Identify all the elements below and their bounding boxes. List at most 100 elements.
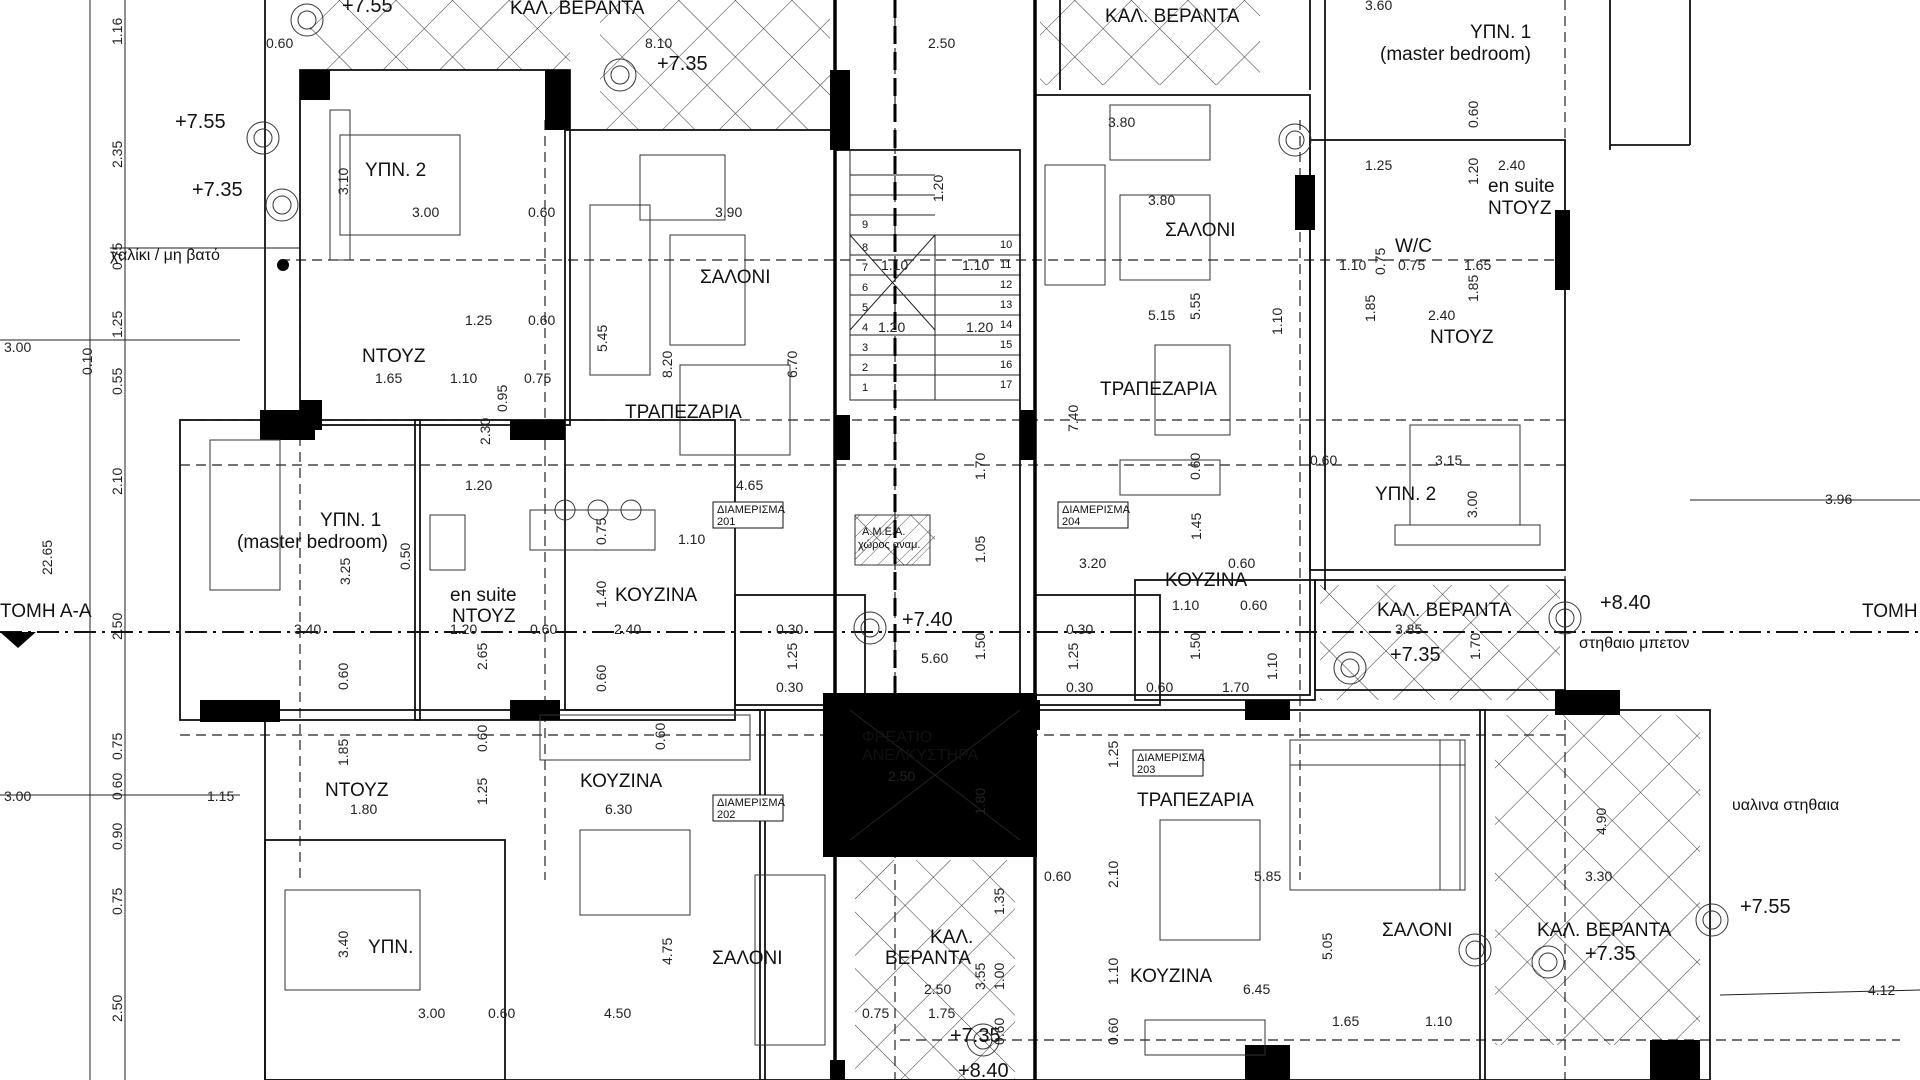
stair-step-number: 10 xyxy=(1000,239,1012,251)
dimension: 3.55 xyxy=(972,963,988,990)
dimension: 1.50 xyxy=(972,633,988,660)
dimension: 2.35 xyxy=(109,141,125,168)
dimension: 0.75 xyxy=(1398,257,1425,273)
dimension: 0.60 xyxy=(488,1005,515,1021)
level-mark: +8.40 xyxy=(1600,592,1651,614)
stair-step-number: 4 xyxy=(862,322,868,334)
stair-step-number: 13 xyxy=(1000,299,1012,311)
dimension: 3.20 xyxy=(1079,555,1106,571)
room-label: ΝΤΟΥΖ xyxy=(1430,327,1494,348)
columns xyxy=(200,70,1700,1080)
dimension: 1.45 xyxy=(1188,513,1204,540)
stair-step-number: 12 xyxy=(1000,279,1012,291)
dimension: 0.10 xyxy=(79,348,95,375)
dimension: 1.10 xyxy=(1269,308,1285,335)
dimension: 3.85 xyxy=(1395,621,1422,637)
room-label: ΣΑΛΟΝΙ xyxy=(1382,920,1453,941)
dimension: 1.70 xyxy=(1222,679,1249,695)
apartment-tag: ΔΙΑΜΕΡΙΣΜΑ 204 xyxy=(1057,501,1131,529)
room-label: ΝΤΟΥΖ xyxy=(362,346,426,367)
room-label: ΚΟΥΖΙΝΑ xyxy=(580,771,663,792)
dimension: 4.50 xyxy=(604,1005,631,1021)
level-mark: +7.35 xyxy=(950,1025,1001,1047)
stair-step-number: 15 xyxy=(1000,339,1012,351)
stair xyxy=(849,0,1021,700)
room-label: ΣΑΛΟΝΙ xyxy=(712,948,783,969)
dimension: 3.10 xyxy=(335,168,351,195)
dimension: 0.75 xyxy=(109,243,125,270)
dimension: 0.60 xyxy=(474,725,490,752)
amea-hatch xyxy=(854,514,931,566)
dimension: 2.50 xyxy=(924,981,951,997)
room-label: W/C xyxy=(1395,236,1432,257)
dimension: 4.75 xyxy=(659,938,675,965)
dimension: 1.25 xyxy=(1065,643,1081,670)
room-label: ΚΟΥΖΙΝΑ xyxy=(1165,570,1248,591)
dimension: 1.10 xyxy=(1264,653,1280,680)
room-label: ΚΟΥΖΙΝΑ xyxy=(615,585,698,606)
dimension: 1.75 xyxy=(928,1005,955,1021)
room-label: υαλινα στηθαια xyxy=(1732,797,1839,814)
level-mark: +7.55 xyxy=(175,111,226,133)
dimension: 0.55 xyxy=(109,368,125,395)
dimension: 5.85 xyxy=(1254,868,1281,884)
dimension: 0.60 xyxy=(335,663,351,690)
dimension: 5.60 xyxy=(921,650,948,666)
dimension: 5.55 xyxy=(1187,293,1203,320)
dimension: 0.75 xyxy=(593,518,609,545)
dimension: 1.85 xyxy=(1465,275,1481,302)
dimension: 3.15 xyxy=(1435,452,1462,468)
dimension: 1.10 xyxy=(881,257,908,273)
dimension: 0.60 xyxy=(1310,452,1337,468)
dimension: 1.20 xyxy=(930,175,946,202)
level-mark: +7.35 xyxy=(192,179,243,201)
dimension: 1.00 xyxy=(991,963,1007,990)
dimension: 0.75 xyxy=(862,1005,889,1021)
dimension: 2.50 xyxy=(928,35,955,51)
room-label: ΥΠΝ. 2 xyxy=(1375,484,1436,505)
dimension: 0.60 xyxy=(530,621,557,637)
dimension: 2.50 xyxy=(109,995,125,1022)
dimension: 3.90 xyxy=(715,204,742,220)
dimension: 0.30 xyxy=(1066,621,1093,637)
dimension: 3.00 xyxy=(1464,491,1480,518)
dimension: 3.60 xyxy=(1365,0,1392,13)
stair-step-number: 2 xyxy=(862,362,868,374)
room-label: ΚΑΛ. ΒΕΡΑΝΤΑ xyxy=(510,0,645,19)
room-label: ΝΤΟΥΖ xyxy=(452,606,516,627)
dimension: 3.00 xyxy=(412,204,439,220)
dimension: 1.05 xyxy=(972,536,988,563)
furniture xyxy=(209,3,1729,1057)
dimension: 0.60 xyxy=(109,773,125,800)
dimension: 1.10 xyxy=(1105,958,1121,985)
dimension: 0.50 xyxy=(397,543,413,570)
dimension: 0.75 xyxy=(1372,248,1388,275)
room-label: ΦΡΕΑΤΙΟ xyxy=(862,729,932,746)
dimension: 1.10 xyxy=(1172,597,1199,613)
level-mark: +7.55 xyxy=(1740,896,1791,918)
dimension: 0.60 xyxy=(1187,453,1203,480)
dimension: 4.90 xyxy=(1593,808,1609,835)
dimension: 5.05 xyxy=(1319,933,1335,960)
apartment-label: ΔΙΑΜΕΡΙΣΜΑ xyxy=(717,797,786,809)
dimension: 3.96 xyxy=(1825,491,1852,507)
stair-step-number: 14 xyxy=(1000,319,1012,331)
room-label: χώρος αναμ. xyxy=(858,539,920,551)
dimension: 0.60 xyxy=(991,1018,1007,1045)
dimension: 1.16 xyxy=(109,18,125,45)
level-mark: +7.35 xyxy=(1390,644,1441,666)
dimension: 1.80 xyxy=(972,788,988,815)
dimension: 0.60 xyxy=(528,204,555,220)
dimension: 1.65 xyxy=(1332,1013,1359,1029)
dimension: 2.50 xyxy=(888,768,915,784)
room-label: ΥΠΝ. xyxy=(368,937,413,958)
room-label: (master bedroom) xyxy=(1380,44,1531,65)
dimension: 0.30 xyxy=(776,621,803,637)
section-line xyxy=(0,631,1920,648)
stair-numbers: 1 2 3 4 5 6 7 8 9 10 11 12 13 14 15 16 1… xyxy=(862,219,1012,394)
dimension: 1.70 xyxy=(1467,633,1483,660)
dimension: 6.45 xyxy=(1243,981,1270,997)
dimension: 1.20 xyxy=(1465,158,1481,185)
dimension: 2.10 xyxy=(109,468,125,495)
